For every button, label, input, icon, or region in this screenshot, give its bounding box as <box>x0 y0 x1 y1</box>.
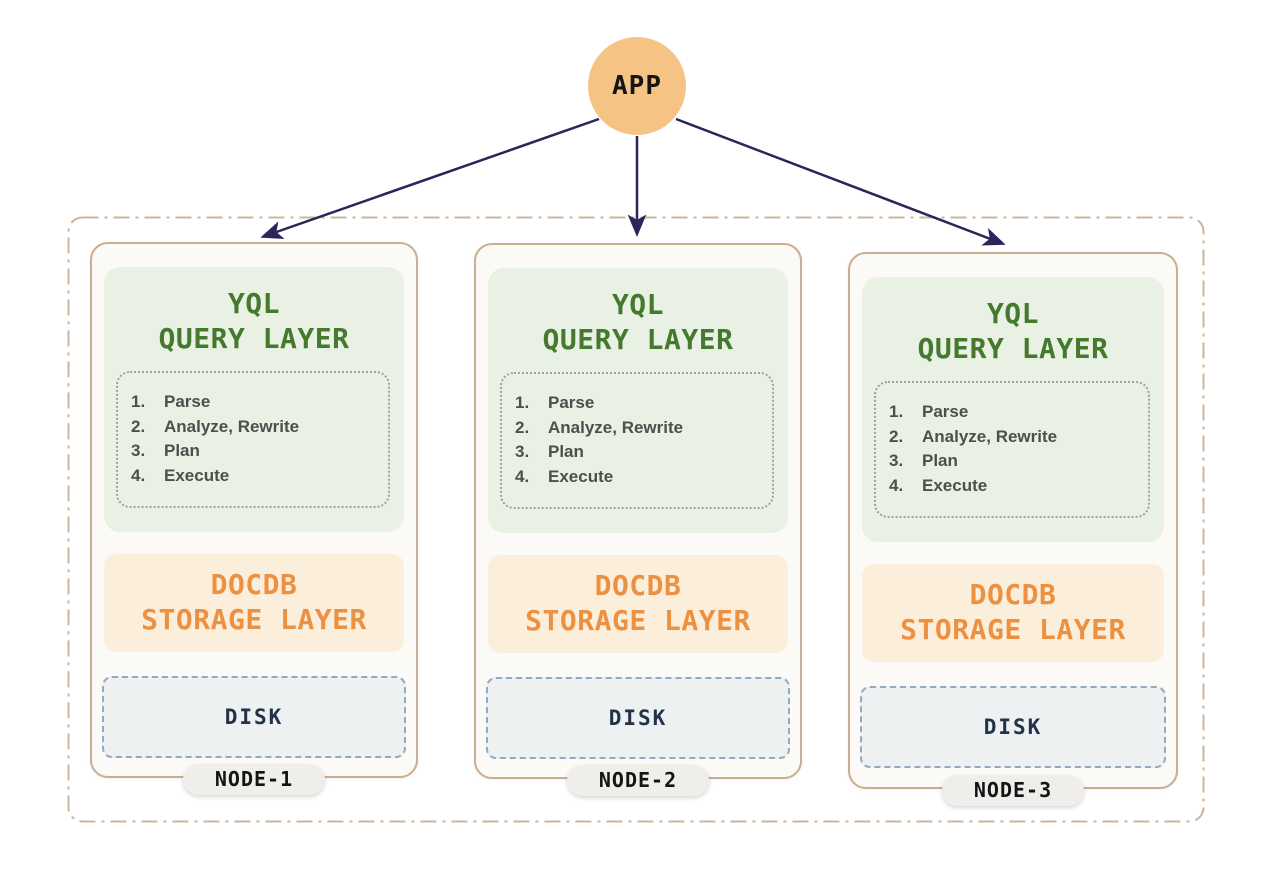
disk-box: DISK <box>860 686 1166 768</box>
storage-layer-title-line1: DOCDB <box>594 569 682 602</box>
query-step: 3. Plan <box>889 449 1142 474</box>
step-number: 4. <box>889 475 904 495</box>
storage-layer-title: DOCDB STORAGE LAYER <box>104 554 404 637</box>
node-name-pill: NODE-3 <box>942 775 1084 806</box>
query-step: 3. Plan <box>131 439 382 464</box>
docdb-storage-layer: DOCDB STORAGE LAYER <box>104 554 404 652</box>
query-steps-box: 1. Parse 2. Analyze, Rewrite 3. Plan 4. … <box>874 381 1150 518</box>
disk-label: DISK <box>224 705 284 729</box>
query-layer-title-line1: YQL <box>611 288 665 321</box>
step-number: 2. <box>131 416 146 436</box>
node-card-3: YQL QUERY LAYER 1. Parse 2. Analyze, Rew… <box>848 252 1178 806</box>
step-number: 1. <box>889 402 904 421</box>
step-number: 4. <box>131 465 146 485</box>
step-label: Analyze, Rewrite <box>922 426 1058 446</box>
disk-label: DISK <box>983 715 1043 739</box>
storage-layer-title-line1: DOCDB <box>969 578 1057 611</box>
step-label: Analyze, Rewrite <box>548 417 684 437</box>
step-label: Execute <box>922 475 988 495</box>
query-steps-box: 1. Parse 2. Analyze, Rewrite 3. Plan 4. … <box>500 372 774 509</box>
yql-query-layer: YQL QUERY LAYER 1. Parse 2. Analyze, Rew… <box>488 268 788 533</box>
node-name-pill: NODE-1 <box>183 764 325 795</box>
step-number: 2. <box>889 426 904 446</box>
step-number: 4. <box>515 466 530 486</box>
step-label: Analyze, Rewrite <box>164 416 300 436</box>
disk-box: DISK <box>102 676 406 758</box>
arrow-app-to-node-1 <box>260 117 600 240</box>
storage-layer-title: DOCDB STORAGE LAYER <box>488 555 788 638</box>
query-layer-title: YQL QUERY LAYER <box>862 277 1164 366</box>
query-layer-title-line2: QUERY LAYER <box>158 322 350 355</box>
step-label: Parse <box>164 392 211 411</box>
docdb-storage-layer: DOCDB STORAGE LAYER <box>488 555 788 653</box>
app-node: APP <box>588 37 686 135</box>
step-number: 3. <box>131 441 146 461</box>
node-card-1: YQL QUERY LAYER 1. Parse 2. Analyze, Rew… <box>90 242 418 795</box>
docdb-storage-layer: DOCDB STORAGE LAYER <box>862 564 1164 662</box>
step-label: Plan <box>922 451 958 471</box>
query-step: 4. Execute <box>131 464 382 489</box>
query-step: 2. Analyze, Rewrite <box>131 415 382 440</box>
query-step: 4. Execute <box>515 465 766 490</box>
step-number: 2. <box>515 417 530 437</box>
node-card-2: YQL QUERY LAYER 1. Parse 2. Analyze, Rew… <box>474 243 802 796</box>
query-layer-title: YQL QUERY LAYER <box>488 268 788 357</box>
query-step: 2. Analyze, Rewrite <box>515 416 766 441</box>
step-number: 3. <box>515 442 530 462</box>
storage-layer-title: DOCDB STORAGE LAYER <box>862 564 1164 647</box>
step-label: Plan <box>548 442 584 462</box>
step-number: 1. <box>131 392 146 411</box>
step-label: Plan <box>164 441 200 461</box>
query-steps-box: 1. Parse 2. Analyze, Rewrite 3. Plan 4. … <box>116 371 390 508</box>
storage-layer-title-line1: DOCDB <box>210 568 298 601</box>
query-layer-title-line2: QUERY LAYER <box>542 323 734 356</box>
step-number: 3. <box>889 451 904 471</box>
step-label: Execute <box>164 465 230 485</box>
app-label: APP <box>612 71 662 101</box>
query-layer-title-line1: YQL <box>986 297 1040 330</box>
query-step: 2. Analyze, Rewrite <box>889 425 1142 450</box>
disk-box: DISK <box>486 677 790 759</box>
query-layer-title-line1: YQL <box>227 287 281 320</box>
step-label: Parse <box>922 402 969 421</box>
yql-query-layer: YQL QUERY LAYER 1. Parse 2. Analyze, Rew… <box>862 277 1164 542</box>
storage-layer-title-line2: STORAGE LAYER <box>141 603 367 636</box>
query-step: 1. Parse <box>515 391 766 416</box>
storage-layer-title-line2: STORAGE LAYER <box>900 613 1126 646</box>
query-step: 3. Plan <box>515 440 766 465</box>
storage-layer-title-line2: STORAGE LAYER <box>525 604 751 637</box>
query-layer-title-line2: QUERY LAYER <box>917 332 1109 365</box>
yql-query-layer: YQL QUERY LAYER 1. Parse 2. Analyze, Rew… <box>104 267 404 532</box>
query-step: 4. Execute <box>889 474 1142 499</box>
query-step: 1. Parse <box>131 390 382 415</box>
query-step: 1. Parse <box>889 400 1142 425</box>
disk-label: DISK <box>608 706 668 730</box>
step-label: Execute <box>548 466 614 486</box>
node-name-pill: NODE-2 <box>567 765 709 796</box>
arrow-app-to-node-3 <box>675 117 1006 246</box>
step-label: Parse <box>548 393 595 412</box>
step-number: 1. <box>515 393 530 412</box>
query-layer-title: YQL QUERY LAYER <box>104 267 404 356</box>
